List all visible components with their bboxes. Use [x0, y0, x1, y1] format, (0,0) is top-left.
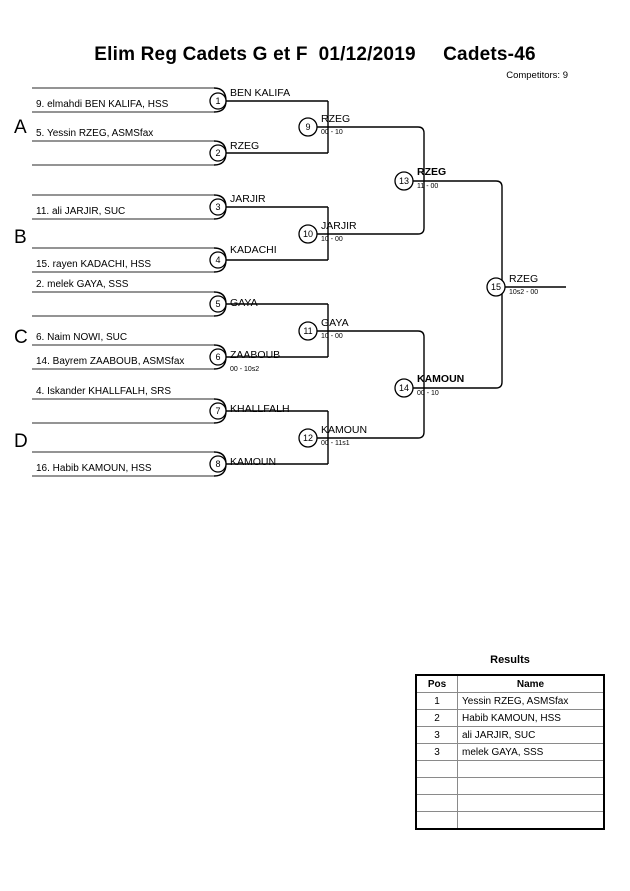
group-label-d: D [14, 431, 28, 452]
results-col-pos: Pos [415, 674, 458, 693]
match-score: 00 - 10 [321, 129, 343, 136]
match-winner: JARJIR [230, 193, 266, 205]
table-row [415, 794, 605, 812]
match-number: 13 [398, 176, 409, 186]
competitor-entry: 14. Bayrem ZAABOUB, ASMSfax [36, 356, 185, 367]
final-score: 10s2 - 00 [509, 289, 539, 296]
competitor-entry: 4. Iskander KHALLFALH, SRS [36, 386, 172, 397]
match-number: 6 [215, 352, 221, 362]
result-pos: 3 [415, 743, 458, 761]
match-winner: KHALLFALH [230, 403, 290, 415]
result-pos [415, 760, 458, 778]
match-winner: BEN KALIFA [230, 87, 291, 99]
match-winner: GAYA [230, 297, 258, 309]
competitor-entry: 11. ali JARJIR, SUC [36, 206, 126, 217]
match-winner: KADACHI [230, 244, 277, 256]
match-score: 11 - 00 [417, 183, 439, 190]
group-label-a: A [14, 117, 27, 138]
match-number: 3 [215, 202, 221, 212]
match-winner: RZEG [230, 140, 260, 152]
result-pos [415, 777, 458, 795]
results-table: Pos Name 1 Yessin RZEG, ASMSfax 2 Habib … [415, 674, 605, 830]
match-winner: JARJIR [321, 220, 357, 232]
match-winner: RZEG [321, 113, 351, 125]
results-title: Results [490, 654, 530, 666]
bracket-lines [32, 87, 566, 477]
results-col-name: Name [457, 674, 605, 693]
match-number: 12 [302, 433, 313, 443]
match-number: 10 [302, 229, 313, 239]
table-row [415, 777, 605, 795]
table-row [415, 811, 605, 830]
match-score: 00 - 11s1 [321, 440, 350, 447]
competitor-entry: 5. Yessin RZEG, ASMSfax [36, 128, 154, 139]
final-winner: RZEG [509, 273, 539, 285]
competitor-entry: 16. Habib KAMOUN, HSS [36, 463, 152, 474]
results-body: 1 Yessin RZEG, ASMSfax 2 Habib KAMOUN, H… [415, 692, 605, 830]
table-row: 3 melek GAYA, SSS [415, 743, 605, 761]
results-header-row: Pos Name [415, 674, 605, 693]
match-winner: ZAABOUB [230, 349, 281, 361]
match-number: 1 [215, 96, 221, 106]
competitor-entry: 15. rayen KADACHI, HSS [36, 259, 152, 270]
match-number: 5 [215, 299, 221, 309]
match-winner: RZEG [417, 166, 447, 178]
match-number: 14 [398, 383, 409, 393]
table-row: 2 Habib KAMOUN, HSS [415, 709, 605, 727]
competitor-entry: 6. Naim NOWI, SUC [36, 332, 128, 343]
match-number: 7 [215, 406, 221, 416]
match-winner: KAMOUN [417, 373, 465, 385]
result-name [457, 777, 605, 795]
match-number: 4 [215, 255, 221, 265]
result-name [457, 794, 605, 812]
table-row: 3 ali JARJIR, SUC [415, 726, 605, 744]
match-number: 15 [490, 282, 501, 292]
match-number: 11 [303, 326, 313, 336]
table-row: 1 Yessin RZEG, ASMSfax [415, 692, 605, 710]
competitor-entry: 2. melek GAYA, SSS [36, 279, 129, 290]
page-title: Elim Reg Cadets G et F 01/12/2019 Cadets… [94, 44, 536, 65]
group-label-c: C [14, 327, 28, 348]
result-name [457, 811, 605, 830]
result-name: Yessin RZEG, ASMSfax [457, 692, 605, 710]
result-name: melek GAYA, SSS [457, 743, 605, 761]
result-pos: 1 [415, 692, 458, 710]
match-score: 10 - 00 [321, 333, 343, 340]
result-name: ali JARJIR, SUC [457, 726, 605, 744]
match-winner: KAMOUN [321, 424, 368, 436]
competitors-count: Competitors: 9 [506, 70, 568, 81]
match-winner: KAMOUN [230, 456, 277, 468]
match-winner: GAYA [321, 317, 349, 329]
match-number: 9 [305, 122, 311, 132]
result-name: Habib KAMOUN, HSS [457, 709, 605, 727]
match-number: 2 [215, 148, 221, 158]
group-label-b: B [14, 227, 27, 248]
match-score: 00 - 10s2 [230, 366, 260, 373]
result-pos [415, 794, 458, 812]
table-row [415, 760, 605, 778]
result-pos: 3 [415, 726, 458, 744]
match-number: 8 [215, 459, 221, 469]
result-pos [415, 811, 458, 830]
match-score: 00 - 10 [417, 390, 439, 397]
competitor-entry: 9. elmahdi BEN KALIFA, HSS [36, 99, 169, 110]
match-score: 10 - 00 [321, 236, 343, 243]
result-name [457, 760, 605, 778]
result-pos: 2 [415, 709, 458, 727]
